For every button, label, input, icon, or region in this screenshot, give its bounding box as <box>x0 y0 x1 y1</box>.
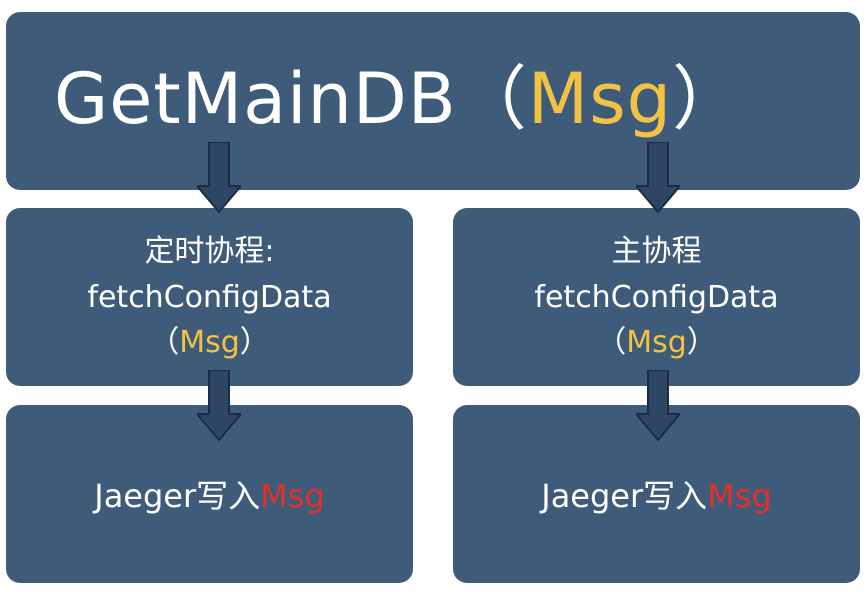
jaeger-write-box-left: Jaeger写入Msg <box>6 405 413 583</box>
open-paren: （ <box>596 325 627 360</box>
down-arrow-icon <box>197 142 241 214</box>
func-name: GetMainDB <box>54 58 457 140</box>
down-arrow-icon <box>636 142 680 214</box>
msg-arg: Msg <box>626 325 687 360</box>
fetch-config-data-label: fetchConfigData <box>87 280 332 315</box>
msg-arg: Msg <box>527 58 673 140</box>
jaeger-write-prefix: Jaeger写入 <box>94 477 261 515</box>
open-paren: （ <box>149 325 180 360</box>
msg-param: （Msg） <box>149 321 270 365</box>
jaeger-write-label: Jaeger写入Msg <box>541 471 772 517</box>
close-paren: ） <box>672 58 744 140</box>
msg-param: （Msg） <box>596 321 717 365</box>
msg-arg: Msg <box>260 477 325 515</box>
open-paren: （ <box>456 58 528 140</box>
timer-coroutine-box: 定时协程: fetchConfigData （Msg） <box>6 208 413 386</box>
fetch-config-data-label: fetchConfigData <box>534 280 779 315</box>
down-arrow-icon <box>636 370 680 442</box>
get-main-db-title: GetMainDB（Msg） <box>54 64 743 134</box>
jaeger-write-label: Jaeger写入Msg <box>94 471 325 517</box>
msg-arg: Msg <box>179 325 240 360</box>
main-coroutine-label: 主协程 <box>611 234 702 269</box>
close-paren: ） <box>239 325 270 360</box>
timer-coroutine-label: 定时协程: <box>144 234 275 269</box>
msg-arg: Msg <box>707 477 772 515</box>
close-paren: ） <box>686 325 717 360</box>
get-main-db-box: GetMainDB（Msg） <box>6 12 860 190</box>
main-coroutine-box: 主协程 fetchConfigData （Msg） <box>453 208 860 386</box>
jaeger-write-prefix: Jaeger写入 <box>541 477 708 515</box>
down-arrow-icon <box>197 370 241 442</box>
